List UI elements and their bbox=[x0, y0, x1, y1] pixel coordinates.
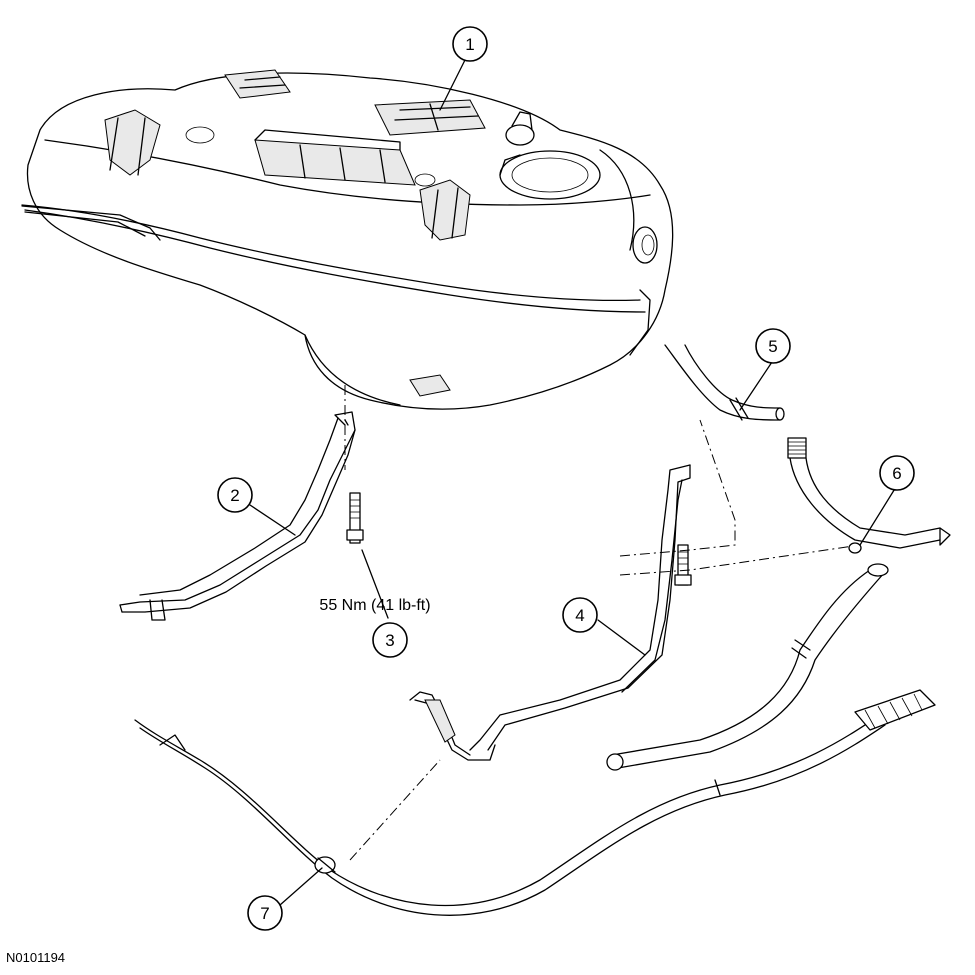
figure-id: N0101194 bbox=[6, 950, 65, 965]
svg-text:1: 1 bbox=[465, 35, 474, 54]
svg-text:3: 3 bbox=[385, 631, 394, 650]
strap-bolt-left bbox=[344, 385, 364, 544]
callout-1: 1 bbox=[452, 26, 488, 62]
torque-spec-label: 55 Nm (41 lb-ft) bbox=[319, 597, 430, 614]
strap-bolt-right bbox=[674, 544, 692, 586]
svg-text:6: 6 bbox=[892, 464, 901, 483]
fuel-tank-strap-left bbox=[119, 411, 356, 621]
svg-text:4: 4 bbox=[575, 606, 584, 625]
alignment-line bbox=[619, 419, 736, 557]
alignment-line bbox=[349, 759, 441, 861]
fuel-tank-strap-right bbox=[409, 464, 691, 761]
vapor-hose-assembly bbox=[606, 437, 951, 771]
svg-text:7: 7 bbox=[260, 904, 269, 923]
parking-brake-cable bbox=[134, 689, 936, 916]
callout-3: 3 bbox=[372, 622, 408, 658]
callout-4: 4 bbox=[562, 597, 598, 633]
callout-2: 2 bbox=[217, 477, 253, 513]
svg-text:5: 5 bbox=[768, 337, 777, 356]
fuel-tank bbox=[21, 69, 674, 410]
svg-text:2: 2 bbox=[230, 486, 239, 505]
callout-5: 5 bbox=[755, 328, 791, 364]
callout-6: 6 bbox=[879, 455, 915, 491]
filler-hose-upper bbox=[664, 344, 785, 421]
alignment-line bbox=[619, 544, 861, 576]
callout-7: 7 bbox=[247, 895, 283, 931]
leader-lines bbox=[249, 57, 897, 906]
